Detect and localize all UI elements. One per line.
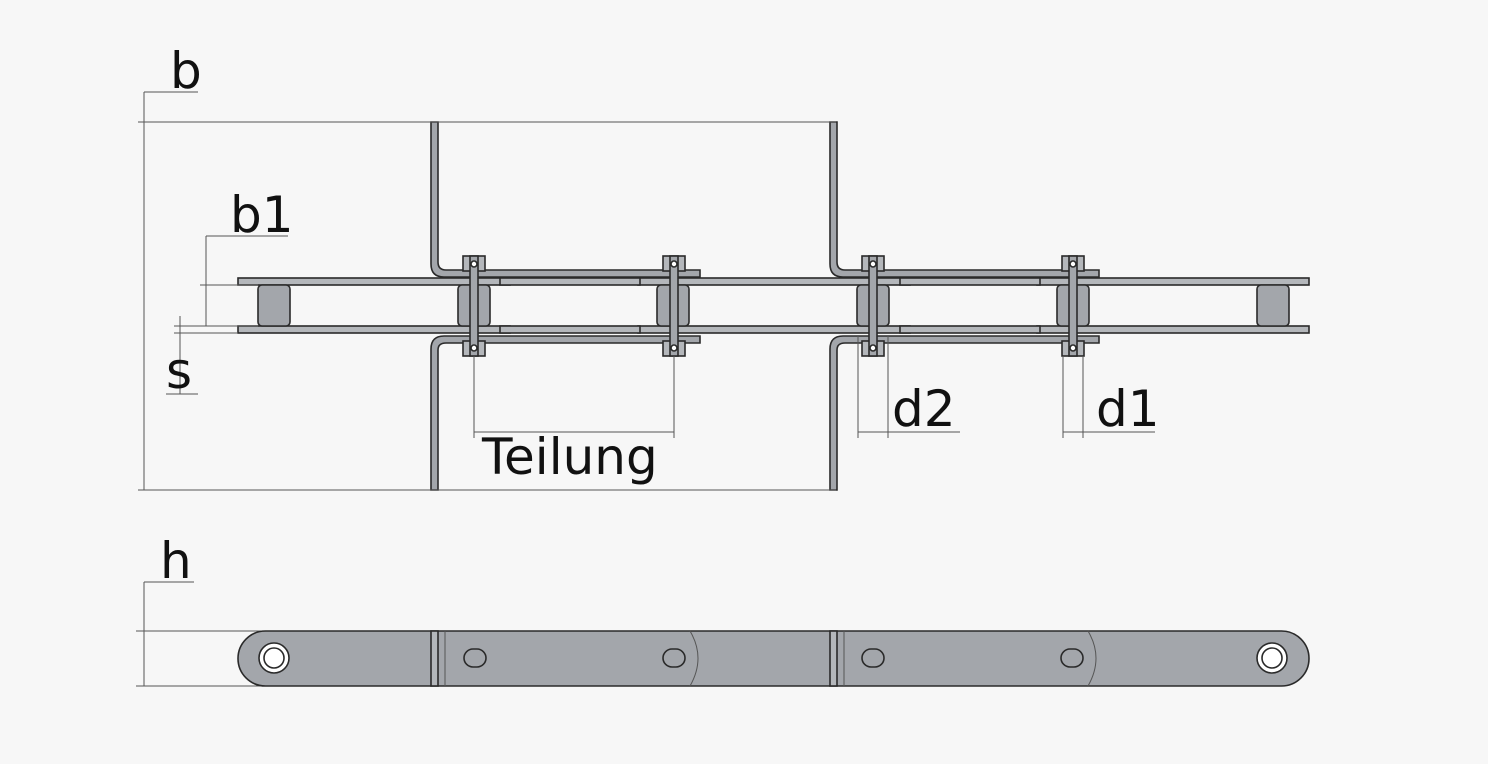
plate-top-3 <box>1036 277 1310 286</box>
side-end-hole-right-inner <box>1261 647 1283 669</box>
plate-top-5 <box>899 277 1041 286</box>
pin-1 <box>462 255 486 357</box>
roller-6 <box>1256 284 1290 327</box>
side-link-plate <box>237 630 1310 687</box>
side-slot-2 <box>662 648 686 668</box>
side-link-joint-2 <box>1087 630 1097 687</box>
plate-top-4 <box>499 277 641 286</box>
label-s: s <box>166 342 192 400</box>
dimension-lines <box>136 91 1155 687</box>
label-b: b <box>170 42 202 100</box>
side-link-joint-1 <box>689 630 699 687</box>
flight-bracket-right <box>829 121 1100 491</box>
side-slot-4 <box>1060 648 1084 668</box>
chain-side-view <box>237 630 1310 687</box>
label-h: h <box>160 532 192 590</box>
pin-3 <box>861 255 885 357</box>
label-b1: b1 <box>230 186 294 244</box>
chain-top-view <box>237 121 1310 491</box>
label-d1: d1 <box>1096 380 1160 438</box>
plate-bottom-5 <box>899 325 1041 334</box>
label-d2: d2 <box>892 380 956 438</box>
pin-4 <box>1061 255 1085 357</box>
side-flight-1 <box>430 630 446 687</box>
side-end-hole-left-inner <box>263 647 285 669</box>
flight-bracket-left <box>430 121 701 491</box>
side-flight-2 <box>829 630 845 687</box>
plate-bottom-3 <box>1036 325 1310 334</box>
side-slot-3 <box>861 648 885 668</box>
label-teilung: Teilung <box>481 428 658 486</box>
plate-bottom-4 <box>499 325 641 334</box>
side-slot-1 <box>463 648 487 668</box>
roller-1 <box>257 284 291 327</box>
